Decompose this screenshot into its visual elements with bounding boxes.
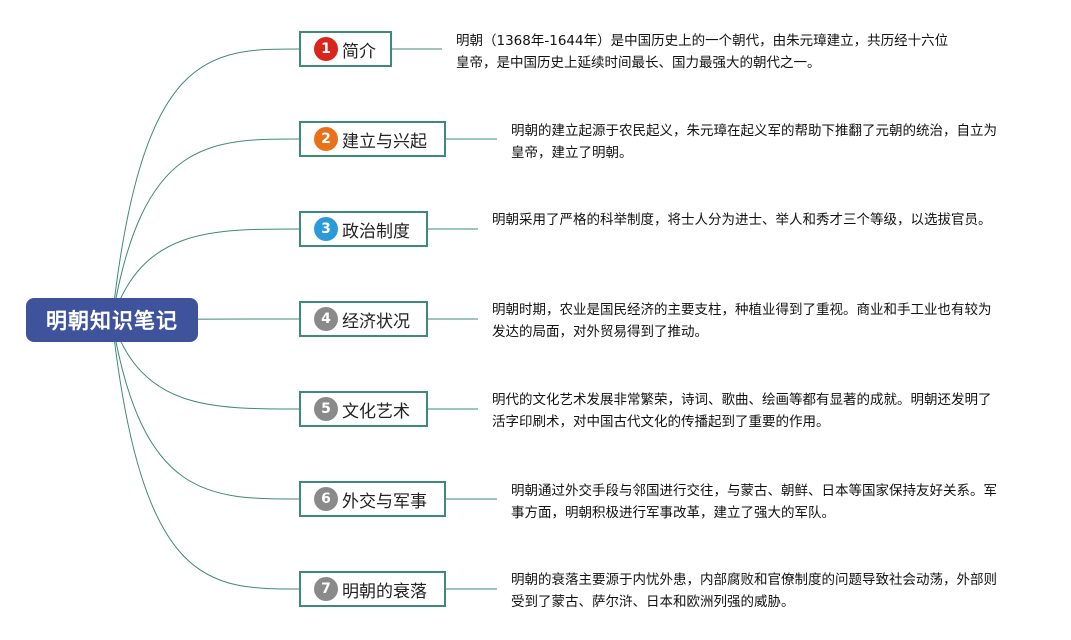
branch-curve xyxy=(111,319,300,410)
topic-description: 明朝（1368年-1644年）是中国历史上的一个朝代，由朱元璋建立，共历经十六位… xyxy=(456,33,949,71)
topic-label: 政治制度 xyxy=(342,221,410,242)
topic-introduction[interactable]: 1 简介 xyxy=(299,31,392,67)
topic-label: 经济状况 xyxy=(342,311,410,332)
topic-label: 外交与军事 xyxy=(342,491,427,512)
topic-description: 明朝的衰落主要源于内忧外患，内部腐败和官僚制度的问题导致社会动荡，外部则受到了蒙… xyxy=(511,572,997,610)
branch-curve xyxy=(111,138,300,321)
topic-founding-and-rise[interactable]: 2 建立与兴起 xyxy=(299,121,446,157)
number-badge-icon: 3 xyxy=(314,217,338,241)
topic-decline[interactable]: 7 明朝的衰落 xyxy=(299,571,446,607)
topic-label: 简介 xyxy=(342,41,376,62)
topic-label: 建立与兴起 xyxy=(342,131,427,152)
topic-political-system[interactable]: 3 政治制度 xyxy=(299,211,428,247)
number-badge-icon: 6 xyxy=(314,487,338,511)
topic-diplomacy-and-military[interactable]: 6 外交与军事 xyxy=(299,481,446,517)
root-topic[interactable]: 明朝知识笔记 xyxy=(26,298,198,342)
topic-description: 明朝采用了严格的科举制度，将士人分为进士、举人和秀才三个等级，以选拔官员。 xyxy=(492,212,992,228)
topic-description: 明朝时期，农业是国民经济的主要支柱，种植业得到了重视。商业和手工业也有较为发达的… xyxy=(492,302,992,340)
branch-curve xyxy=(111,48,300,321)
number-badge-icon: 2 xyxy=(314,127,338,151)
number-badge-icon: 4 xyxy=(314,307,338,331)
branch-curve xyxy=(111,228,300,321)
topic-label: 文化艺术 xyxy=(342,401,410,422)
root-topic-label: 明朝知识笔记 xyxy=(46,309,178,333)
topic-description: 明代的文化艺术发展非常繁荣，诗词、歌曲、绘画等都有显著的成就。明朝还发明了活字印… xyxy=(492,392,992,430)
number-badge-icon: 7 xyxy=(314,577,338,601)
topic-culture-and-art[interactable]: 5 文化艺术 xyxy=(299,391,428,427)
topic-description: 明朝通过外交手段与邻国进行交往，与蒙古、朝鲜、日本等国家保持友好关系。军事方面，… xyxy=(511,483,997,521)
topic-label: 明朝的衰落 xyxy=(342,581,427,602)
number-badge-icon: 1 xyxy=(314,37,338,61)
number-badge-icon: 5 xyxy=(314,397,338,421)
branch-curve xyxy=(111,319,300,500)
branch-curve xyxy=(111,319,300,590)
topic-description: 明朝的建立起源于农民起义，朱元璋在起义军的帮助下推翻了元朝的统治，自立为皇帝，建… xyxy=(511,123,997,161)
topic-economy[interactable]: 4 经济状况 xyxy=(299,301,428,337)
